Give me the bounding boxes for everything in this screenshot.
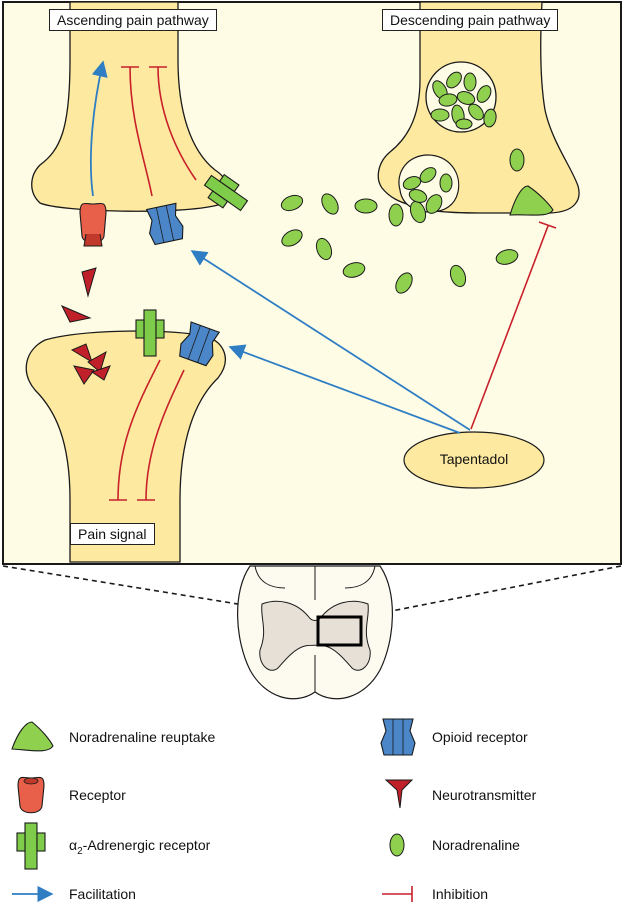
legend-receptor-icon [17,776,45,814]
facilitation-arrow-to-top-opioid [190,250,471,431]
ascending-pathway-label: Ascending pain pathway [49,9,217,31]
alpha2-receptor-top [203,173,249,212]
receptor-shape [79,202,107,247]
legend-noradrenaline-label: Noradrenaline [432,837,520,853]
tapentadol-ellipse [403,431,545,489]
legend-noradrenaline-reuptake-label: Noradrenaline reuptake [69,729,216,745]
noradrenaline-reuptake-shape [509,185,554,216]
legend-receptor-label: Receptor [69,787,126,803]
alpha2-receptor-bottom [135,309,165,357]
legend-facilitation-label: Facilitation [69,886,136,902]
legend-inhibition-label: Inhibition [432,886,489,902]
legend-opioid-receptor-icon [380,718,416,756]
legend-opioid-receptor-label: Opioid receptor [432,729,528,745]
opioid-receptor-top [145,202,184,246]
ascending-neuron [31,1,229,212]
ascending-inhibition-lines [121,66,197,197]
opioid-receptor-bottom [179,321,221,367]
facilitation-arrow-to-bottom-opioid [228,344,461,434]
alpha2-prefix: α [69,837,78,853]
neurotransmitters [60,267,111,385]
legend-alpha2-label: α2-Adrenergic receptor [69,836,210,861]
legend-inhibition-icon [382,886,413,902]
legend-noradrenaline-icon [389,833,405,857]
legend-noradrenaline-reuptake-icon [11,721,54,752]
legend-neurotransmitter-label: Neurotransmitter [432,787,537,803]
alpha2-suffix: -Adrenergic receptor [82,837,211,853]
ascending-facilitation-arrow [90,60,108,197]
legend-alpha2-receptor-icon [16,822,46,870]
pain-signal-inhibition-lines [109,359,185,501]
zoom-box [316,615,363,647]
tapentadol-label: Tapentadol [439,451,509,467]
legend-neurotransmitter-icon [384,779,414,809]
inhibition-line-to-reuptake [470,221,557,430]
descending-pathway-label: Descending pain pathway [382,9,559,31]
alpha2-subscript: 2 [77,845,83,857]
pain-signal-label: Pain signal [70,523,155,545]
spinal-cord-contours [254,565,376,692]
noradrenaline-molecules [280,71,525,294]
